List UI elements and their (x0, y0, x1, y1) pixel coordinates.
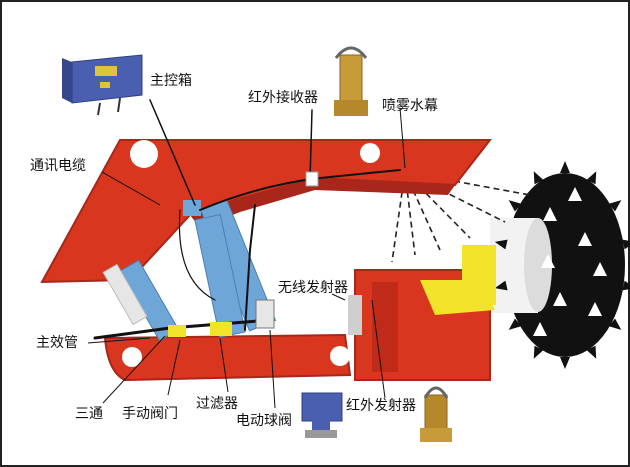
cutting-head (490, 161, 630, 369)
leader-lines (87, 107, 406, 409)
boom-hole-left (130, 140, 158, 168)
cutter-pick-outer (622, 239, 630, 250)
frame-hole-left (122, 347, 142, 367)
cutter-pick-outer (586, 171, 597, 185)
cutter-pick-outer (622, 280, 630, 291)
label-filter: 过滤器 (196, 396, 238, 412)
electric-ball-valve-device (301, 392, 343, 438)
cutter-pick-outer (586, 345, 597, 359)
cutter-pick-inner (568, 187, 582, 201)
label-ir-receiver: 红外接收器 (248, 89, 318, 106)
cutter-pick-inner (588, 302, 602, 316)
frame-hole-right (330, 346, 350, 366)
cylinder-rod (102, 263, 148, 326)
cutter-pick-inner (543, 207, 557, 221)
boom-junction-box (183, 200, 201, 216)
cutter-pick-outer (608, 318, 622, 330)
front-arm-plate (372, 282, 398, 372)
label-spray-curtain: 喷雾水幕 (382, 98, 438, 114)
cutter-pick-outer (494, 280, 508, 291)
hydraulic-cylinders (102, 199, 277, 342)
label-tee: 三通 (75, 406, 103, 422)
cylinder-2 (194, 213, 246, 338)
receiver-fitting (305, 171, 319, 187)
cutter-pick-outer (533, 345, 544, 359)
label-manual-valve: 手动阀门 (122, 406, 178, 422)
cutter-pick-inner (533, 322, 547, 336)
main-control-box (62, 54, 143, 116)
cutter-pick-outer (608, 200, 622, 212)
cable-loop (178, 209, 216, 301)
label-wireless-transmitter: 无线发射器 (278, 280, 348, 296)
cutting-picks (494, 161, 630, 369)
cutter-pick-outer (560, 357, 570, 369)
boom-pipe (244, 204, 256, 331)
yellow-transmitter-box (462, 245, 496, 305)
cutter-drum-face (524, 218, 552, 312)
label-electric-ball-valve: 电动球阀 (236, 413, 292, 429)
ir-transmitter-device (420, 386, 452, 442)
cutter-pick-outer (508, 200, 522, 212)
cutter-pick-outer (508, 318, 522, 330)
shearer-body (40, 139, 496, 382)
receiver-cable (309, 109, 313, 181)
cable-to-control-box (149, 99, 196, 206)
cutter-pick-outer (533, 171, 544, 185)
boom-underside (190, 178, 455, 228)
filter-fitting (210, 322, 232, 336)
cutter-pick-outer (560, 161, 570, 173)
electric-valve-fitting (255, 299, 275, 329)
cutter-pick-inner (578, 232, 592, 246)
front-connector (348, 295, 362, 335)
manual-valve-fitting (168, 325, 186, 337)
label-ir-transmitter: 红外发射器 (346, 398, 416, 414)
boom-hole-right (360, 143, 380, 163)
label-main-control-box: 主控箱 (150, 73, 192, 89)
cutter-pick-inner (553, 292, 567, 306)
label-comm-cable: 通讯电缆 (30, 158, 86, 174)
cutter-pick-inner (593, 262, 607, 276)
cutter-pick-inner (541, 254, 555, 268)
cutter-pick-outer (494, 239, 508, 250)
label-main-pipe: 主效管 (36, 335, 78, 351)
lower-frame (103, 333, 352, 382)
ir-receiver-device (334, 46, 368, 116)
